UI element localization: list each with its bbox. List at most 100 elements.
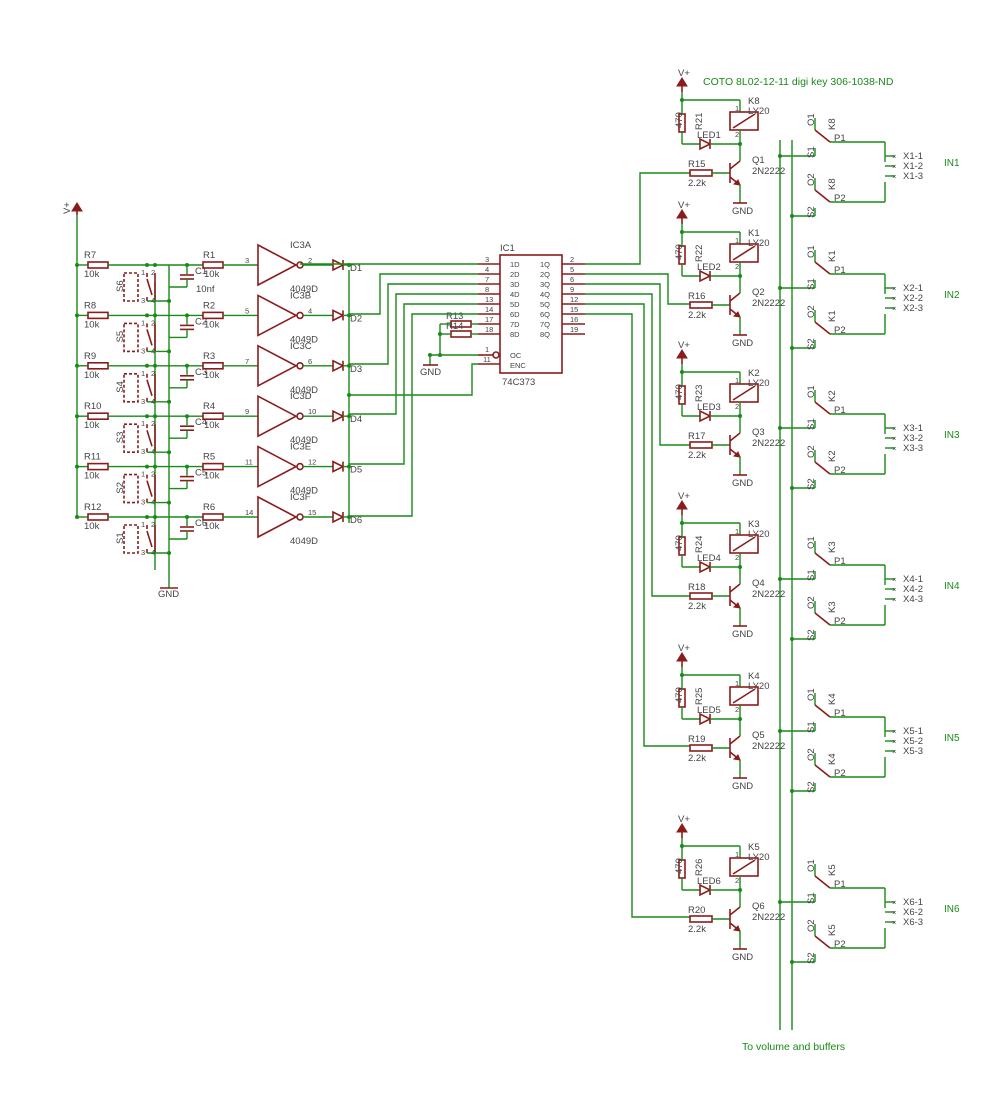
relay-part: LY20 [748, 106, 769, 117]
contact-blade [814, 461, 831, 475]
footer-note: To volume and buffers [742, 1041, 845, 1053]
contact-pin-label: P1 [834, 133, 846, 144]
switch-body [123, 473, 139, 504]
contact-pin-label: S2 [806, 629, 817, 641]
gate-pin-in: 3 [245, 256, 249, 265]
switch-label: S4 [115, 381, 126, 393]
supply-arrow [676, 823, 688, 833]
gate-to-latch-wires [300, 263, 478, 517]
ground-label: GND [732, 338, 753, 349]
diode-triangle [332, 309, 345, 322]
base-resistor-value: 2.2k [688, 178, 706, 189]
switch-label: S5 [115, 331, 126, 343]
ground-label: GND [732, 629, 753, 640]
switch-blade [146, 379, 153, 397]
ic1-pin-name: 3Q [540, 280, 550, 289]
supply-arrow [676, 349, 688, 359]
relay-label: K1 [748, 228, 760, 239]
transistor-arrow [732, 311, 741, 318]
rin-resistor [87, 311, 109, 320]
led-label: LED3 [697, 402, 721, 413]
rin-label: R8 [84, 300, 96, 311]
junction-dot [347, 464, 351, 469]
transistor-collector [729, 432, 741, 442]
contact-pin-label: S2 [806, 781, 817, 793]
gate-pin-in: 5 [245, 306, 249, 315]
connector-mark: × [892, 737, 896, 746]
contact-pin-label: P1 [834, 265, 846, 276]
gate-label: IC3B [290, 290, 311, 301]
rin-value: 10k [84, 471, 100, 482]
switch-body [123, 524, 139, 554]
junction-dot [145, 515, 149, 519]
contact-pin-label: S1 [806, 146, 817, 158]
transistor-part: 2N2222 [752, 589, 785, 600]
transistor-collector [729, 292, 741, 302]
led-resistor-value: 470 [674, 244, 685, 260]
switch-pin: 3 [141, 447, 145, 456]
base-resistor [689, 744, 713, 752]
left-supply-symbol: V+ [62, 202, 83, 215]
connector-label: X6-2 [903, 907, 923, 918]
inverter-gate [257, 294, 298, 337]
resistor-value: 10k [204, 370, 220, 381]
switch-body [123, 322, 139, 353]
inverter-gate [257, 243, 298, 287]
gate-label: IC3C [290, 341, 312, 352]
led-triangle [699, 712, 712, 726]
resistor-value: 10k [204, 269, 220, 280]
input-label: IN2 [944, 290, 960, 301]
r13-r14-network: R13 R14 GND [347, 311, 478, 397]
relay-pin: 2 [735, 130, 739, 139]
gate-part: 4049D [290, 536, 318, 547]
transistor-part: 2N2222 [752, 166, 785, 177]
relay-coil [729, 111, 759, 131]
gate-part: 4049D [290, 334, 318, 345]
switch-pin: 2 [151, 419, 155, 428]
transistor-label: Q2 [752, 287, 765, 298]
connector-mark: × [892, 284, 896, 293]
oc-pin: 1 [485, 345, 489, 354]
resistor-value: 10k [204, 319, 220, 330]
transistor-label: Q4 [752, 578, 765, 589]
transistor-arrow [732, 754, 741, 761]
contact-pin-label: S2 [806, 206, 817, 218]
contact-pin-label: P2 [834, 768, 846, 779]
contact-pin-label: O1 [806, 245, 817, 258]
contact-relay-label: K2 [827, 390, 838, 402]
junction-dot [167, 551, 171, 555]
diode-label: D3 [350, 364, 362, 375]
capacitor-label: C2 [195, 316, 207, 327]
contact-blade [814, 261, 831, 275]
supply-label: V+ [678, 200, 690, 211]
rin-value: 10k [84, 521, 100, 532]
switch-pin: 2 [151, 470, 155, 479]
relay-label: K8 [748, 96, 760, 107]
left-supply-label: V+ [62, 202, 73, 214]
relay-part: LY20 [748, 238, 769, 249]
switch-pin: 1 [141, 470, 145, 479]
switch-pin: 1 [141, 318, 145, 327]
switch-label: S2 [115, 482, 126, 494]
relay-coil [729, 857, 759, 877]
junction-dot [347, 414, 351, 419]
ic1-pin-number: 8 [485, 285, 489, 294]
rin-label: R7 [84, 250, 96, 261]
switch-pin: 3 [141, 346, 145, 355]
rin-resistor [87, 361, 109, 370]
inverter-bubble [296, 513, 304, 521]
ic1-pin-name: 7Q [540, 320, 550, 329]
gate-pin-out: 15 [308, 508, 316, 517]
junction-dot [738, 142, 742, 146]
ic1-pin-number: 2 [570, 255, 574, 264]
contact-relay-label: K2 [827, 450, 838, 462]
relay-part: LY20 [748, 378, 769, 389]
relay-pin: 1 [735, 679, 739, 688]
